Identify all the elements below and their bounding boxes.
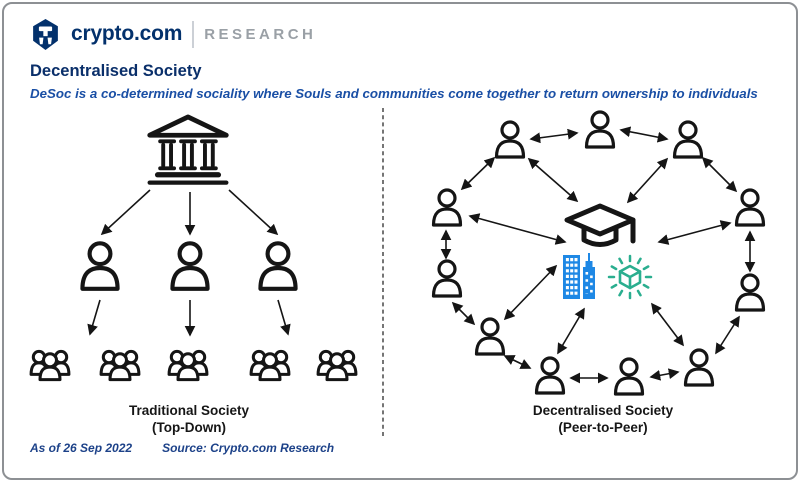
person-icon (734, 188, 766, 227)
right-caption-line2: (Peer-to-Peer) (558, 420, 648, 435)
person-icon (474, 317, 506, 356)
double-arrow (557, 307, 585, 355)
person-icon (172, 243, 207, 288)
arrow (228, 189, 279, 236)
left-diagram-caption: Traditional Society (Top-Down) (64, 402, 314, 436)
left-caption-line2: (Top-Down) (152, 420, 226, 435)
double-arrow (468, 213, 567, 245)
double-arrow (451, 301, 476, 326)
person-icon (584, 110, 616, 149)
header: crypto.com RESEARCH (30, 16, 316, 52)
brand-wordmark: crypto.com (71, 22, 183, 45)
people-group-icon (29, 349, 71, 382)
person-icon (672, 120, 704, 159)
people-group-icon (249, 349, 291, 382)
person-icon (534, 356, 566, 395)
person-icon (431, 188, 463, 227)
double-arrow (626, 157, 669, 204)
buildings-icon (561, 251, 597, 301)
as-of-date: As of 26 Sep 2022 (30, 441, 133, 455)
person-icon (734, 273, 766, 312)
person-icon (613, 357, 645, 396)
double-arrow (619, 126, 669, 143)
double-arrow (649, 368, 680, 381)
people-group-icon (167, 349, 209, 382)
source-note: Source: Crypto.com Research (162, 441, 335, 455)
double-arrow (701, 156, 738, 193)
people-group-icon (99, 349, 141, 382)
person-icon (683, 348, 715, 387)
division-label: RESEARCH (204, 25, 317, 43)
double-arrow (651, 302, 684, 347)
header-separator (192, 20, 195, 48)
arrow (100, 189, 151, 236)
page-subtitle: DeSoc is a co-determined sociality where… (30, 86, 758, 101)
shining-cube-icon (607, 254, 653, 300)
double-arrow (527, 157, 579, 203)
arrow (277, 299, 291, 336)
double-arrow (503, 355, 532, 369)
bank-icon (150, 117, 227, 183)
person-icon (494, 120, 526, 159)
page-title: Decentralised Society (30, 62, 202, 80)
footer: As of 26 Sep 2022 Source: Crypto.com Res… (30, 441, 334, 455)
double-arrow (657, 220, 732, 245)
right-diagram-caption: Decentralised Society (Peer-to-Peer) (478, 402, 728, 436)
right-caption-line1: Decentralised Society (532, 403, 674, 418)
double-arrow (460, 156, 496, 191)
graduation-cap-icon (567, 206, 633, 245)
double-arrow (715, 315, 740, 355)
double-arrow (529, 128, 579, 144)
person-icon (82, 243, 117, 288)
person-icon (431, 259, 463, 298)
left-caption-line1: Traditional Society (128, 403, 250, 418)
arrow (87, 299, 101, 336)
crypto-com-logo-icon (33, 18, 58, 50)
double-arrow (503, 264, 558, 321)
people-group-icon (316, 349, 358, 382)
person-icon (260, 243, 295, 288)
